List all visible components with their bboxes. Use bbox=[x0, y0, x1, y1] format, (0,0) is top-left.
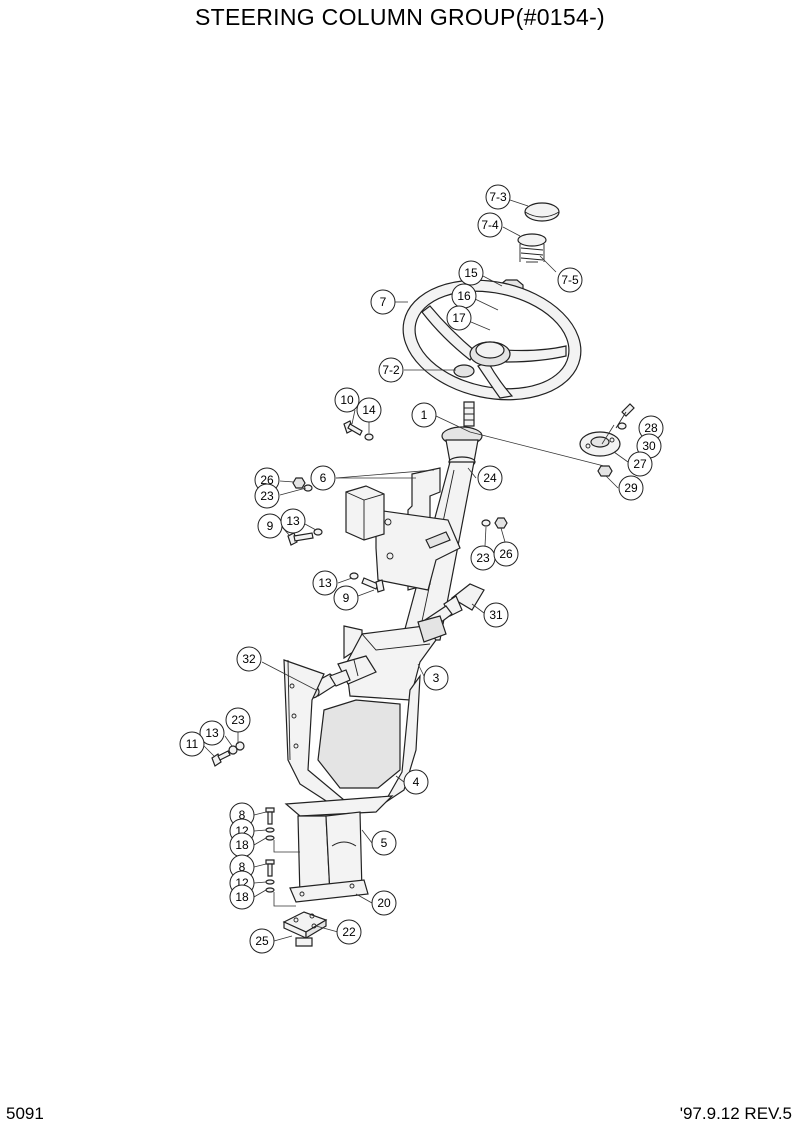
bolt-part bbox=[211, 741, 245, 767]
callout-31: 31 bbox=[483, 602, 509, 628]
svg-text:11: 11 bbox=[186, 737, 199, 751]
revision-date: '97.9.12 REV.5 bbox=[679, 1104, 792, 1123]
callout-23: 23 bbox=[254, 483, 280, 509]
nut-part bbox=[481, 517, 508, 529]
callout-18: 18 bbox=[229, 832, 255, 858]
page-title: STEERING COLUMN GROUP(#0154-) bbox=[195, 4, 605, 30]
callout-1: 1 bbox=[411, 402, 437, 428]
callout-26: 26 bbox=[493, 541, 519, 567]
callout-13: 13 bbox=[199, 720, 225, 746]
svg-text:8: 8 bbox=[239, 860, 246, 874]
leader-lines bbox=[203, 199, 629, 942]
svg-text:10: 10 bbox=[340, 393, 354, 407]
svg-text:27: 27 bbox=[633, 457, 647, 471]
callout-7-4: 7-4 bbox=[477, 212, 503, 238]
svg-text:4: 4 bbox=[413, 775, 420, 789]
svg-text:22: 22 bbox=[342, 925, 356, 939]
bolt-part bbox=[265, 859, 275, 893]
svg-text:13: 13 bbox=[205, 726, 219, 740]
callout-7-3: 7-3 bbox=[485, 184, 511, 210]
svg-text:24: 24 bbox=[483, 471, 497, 485]
column-housing-part bbox=[337, 615, 447, 701]
callout-15: 15 bbox=[458, 260, 484, 286]
svg-text:7-5: 7-5 bbox=[561, 273, 579, 287]
bolt-part bbox=[287, 528, 323, 546]
svg-text:7-3: 7-3 bbox=[489, 190, 507, 204]
callout-7-5: 7-5 bbox=[557, 267, 583, 293]
callout-28: 28 bbox=[638, 415, 664, 441]
callout-22: 22 bbox=[336, 919, 362, 945]
svg-text:26: 26 bbox=[499, 547, 513, 561]
svg-text:28: 28 bbox=[644, 421, 658, 435]
svg-text:8: 8 bbox=[239, 808, 246, 822]
svg-text:31: 31 bbox=[489, 608, 503, 622]
svg-text:7: 7 bbox=[380, 295, 387, 309]
callout-24: 24 bbox=[477, 465, 503, 491]
callout-20: 20 bbox=[371, 890, 397, 916]
callout-9: 9 bbox=[257, 513, 283, 539]
horn-cap-part bbox=[524, 202, 560, 222]
bolt-part bbox=[343, 420, 374, 441]
bolt-part bbox=[349, 572, 385, 593]
callout-7: 7 bbox=[370, 289, 396, 315]
callout-14: 14 bbox=[356, 397, 382, 423]
svg-text:23: 23 bbox=[260, 489, 274, 503]
svg-text:1: 1 bbox=[421, 408, 428, 422]
callout-13: 13 bbox=[280, 508, 306, 534]
svg-text:5: 5 bbox=[381, 836, 388, 850]
callout-5: 5 bbox=[371, 830, 397, 856]
svg-text:13: 13 bbox=[286, 514, 300, 528]
callout-23: 23 bbox=[225, 707, 251, 733]
svg-text:18: 18 bbox=[235, 838, 249, 852]
callout-29: 29 bbox=[618, 475, 644, 501]
callout-16: 16 bbox=[451, 283, 477, 309]
svg-text:6: 6 bbox=[320, 471, 327, 485]
callout-13: 13 bbox=[312, 570, 338, 596]
svg-text:25: 25 bbox=[255, 934, 269, 948]
horn-spring-part bbox=[517, 233, 547, 263]
callout-11: 11 bbox=[179, 731, 205, 757]
svg-text:17: 17 bbox=[452, 311, 466, 325]
svg-text:14: 14 bbox=[362, 403, 376, 417]
svg-text:9: 9 bbox=[343, 591, 350, 605]
callout-7-2: 7-2 bbox=[378, 357, 404, 383]
svg-text:15: 15 bbox=[464, 266, 478, 280]
svg-text:16: 16 bbox=[457, 289, 471, 303]
svg-text:29: 29 bbox=[624, 481, 638, 495]
svg-text:32: 32 bbox=[242, 652, 256, 666]
svg-text:23: 23 bbox=[231, 713, 245, 727]
svg-text:9: 9 bbox=[267, 519, 274, 533]
callout-10: 10 bbox=[334, 387, 360, 413]
svg-text:3: 3 bbox=[433, 671, 440, 685]
svg-text:20: 20 bbox=[377, 896, 391, 910]
callout-4: 4 bbox=[403, 769, 429, 795]
bolt-part bbox=[265, 807, 275, 841]
svg-text:30: 30 bbox=[642, 439, 656, 453]
svg-text:13: 13 bbox=[318, 576, 332, 590]
cover-plate-part bbox=[579, 403, 635, 477]
callout-17: 17 bbox=[446, 305, 472, 331]
column-cover-part bbox=[283, 659, 421, 807]
callout-18: 18 bbox=[229, 884, 255, 910]
svg-text:18: 18 bbox=[235, 890, 249, 904]
svg-text:7-2: 7-2 bbox=[382, 363, 400, 377]
callout-3: 3 bbox=[423, 665, 449, 691]
svg-text:23: 23 bbox=[476, 551, 490, 565]
page-number: 5091 bbox=[6, 1104, 44, 1123]
callout-27: 27 bbox=[627, 451, 653, 477]
mounting-plate-part bbox=[282, 911, 328, 947]
callout-32: 32 bbox=[236, 646, 262, 672]
nut-part bbox=[292, 477, 313, 492]
callout-25: 25 bbox=[249, 928, 275, 954]
callout-6: 6 bbox=[310, 465, 336, 491]
svg-text:7-4: 7-4 bbox=[481, 218, 499, 232]
support-bracket-part bbox=[284, 795, 394, 903]
callout-23: 23 bbox=[470, 545, 496, 571]
bracket-part bbox=[345, 467, 461, 591]
svg-text:26: 26 bbox=[260, 473, 274, 487]
callout-9: 9 bbox=[333, 585, 359, 611]
